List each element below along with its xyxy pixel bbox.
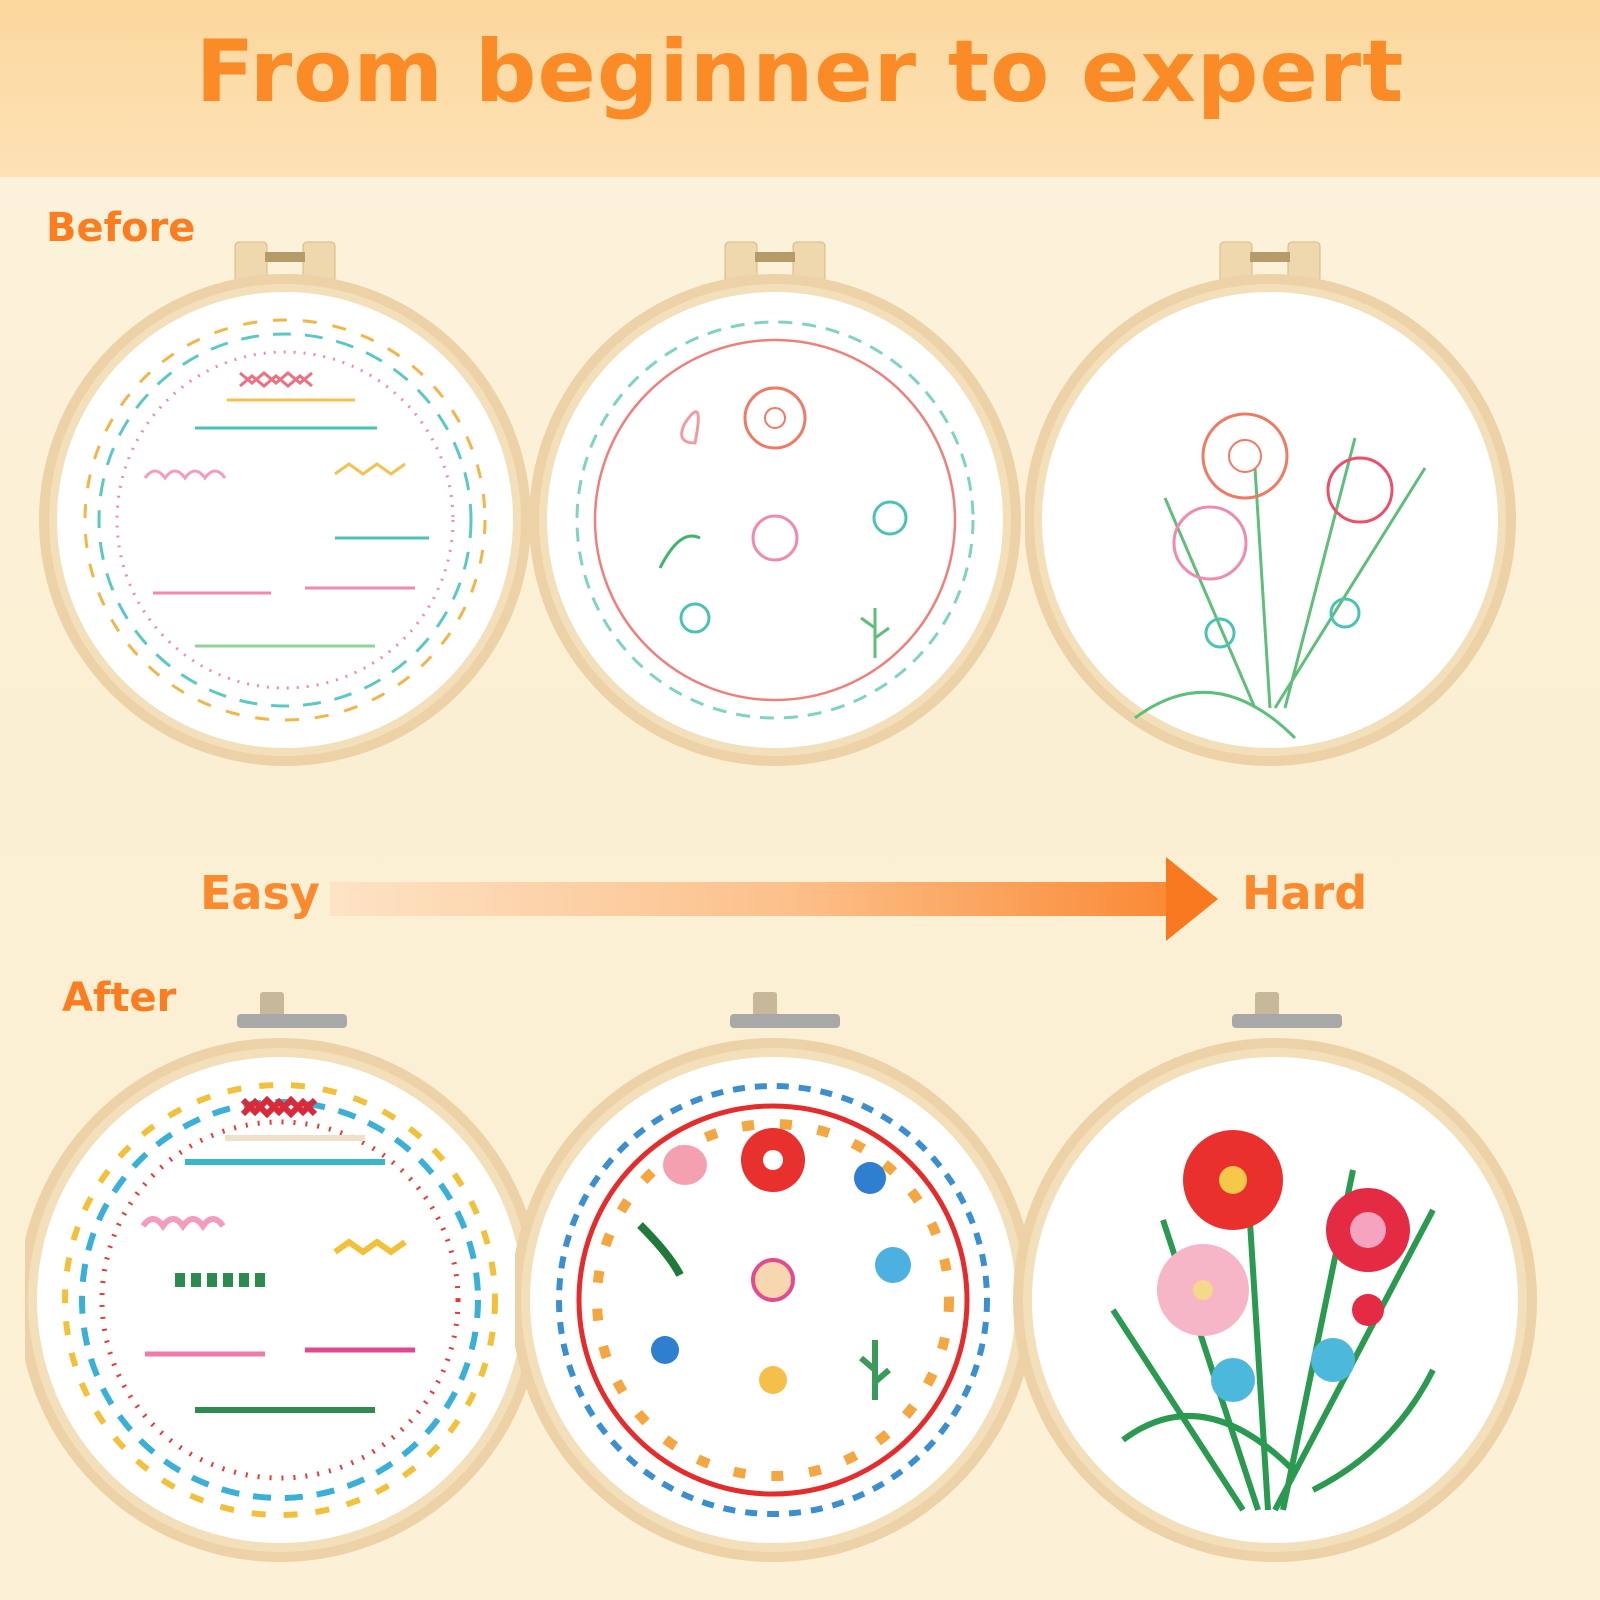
difficulty-start-label: Easy — [200, 866, 320, 920]
arrow-right-icon — [1166, 857, 1218, 941]
title-banner — [0, 0, 1600, 177]
hoop-before-motif-sampler — [530, 238, 1030, 778]
before-label: Before — [46, 205, 196, 251]
hoop-before-flower-bouquet — [1025, 238, 1525, 778]
difficulty-arrow-bar — [330, 882, 1170, 916]
hoop-before-stitch-sampler — [35, 238, 535, 778]
hoop-after-motif-sampler — [515, 990, 1025, 1570]
difficulty-end-label: Hard — [1242, 866, 1368, 920]
after-label: After — [62, 975, 177, 1021]
page-title: From beginner to expert — [195, 22, 1405, 122]
hoop-after-stitch-sampler — [25, 990, 535, 1570]
hoop-after-flower-bouquet — [1013, 990, 1543, 1570]
